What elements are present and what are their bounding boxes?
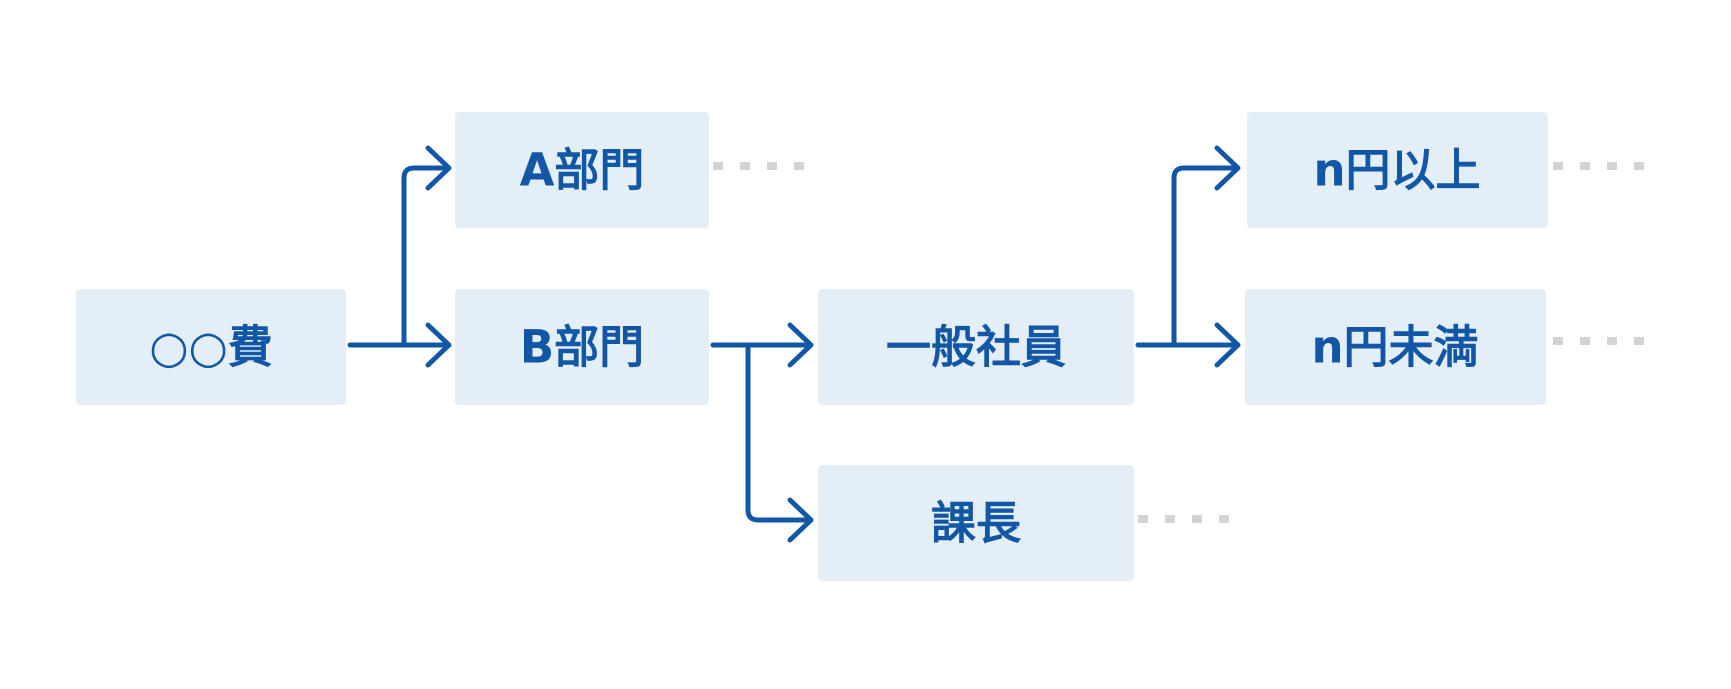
node-n-yen-or-more: n円以上: [1247, 112, 1548, 228]
node-label: A部門: [520, 144, 645, 197]
node-under-n-yen: n円未満: [1245, 289, 1546, 405]
arrowhead-general-staff: [787, 322, 814, 368]
arrowhead-under-n-yen: [1214, 322, 1241, 368]
arrowhead-n-yen-or-more: [1214, 145, 1241, 191]
node-box: [455, 289, 709, 405]
node-section-chief: 課長: [818, 465, 1134, 581]
arrow-expense-to-dept-a: [401, 165, 451, 348]
node-box: [818, 289, 1134, 405]
arrow-dept-b-to-section-chief: [745, 342, 813, 523]
node-dept-a: A部門: [455, 112, 709, 228]
node-general-staff: 一般社員: [818, 289, 1134, 405]
node-label: B部門: [520, 321, 644, 374]
arrowhead-section-chief: [787, 497, 814, 543]
node-box: [1247, 112, 1548, 228]
node-box: [818, 465, 1134, 581]
node-box: [76, 289, 346, 405]
node-label: 一般社員: [886, 321, 1066, 374]
arrowhead-dept-b: [425, 322, 452, 368]
node-label: n円未満: [1311, 321, 1478, 374]
node-label: n円以上: [1313, 144, 1480, 197]
node-box: [455, 112, 709, 228]
node-label: 課長: [931, 497, 1022, 550]
node-box: [1245, 289, 1546, 405]
connectors: [347, 145, 1241, 543]
arrow-general-staff-to-n-yen-or-more: [1171, 165, 1240, 348]
arrowhead-dept-a: [425, 145, 452, 191]
node-expense: ○○費: [76, 289, 346, 405]
node-dept-b: B部門: [455, 289, 709, 405]
node-label: ○○費: [149, 321, 273, 374]
